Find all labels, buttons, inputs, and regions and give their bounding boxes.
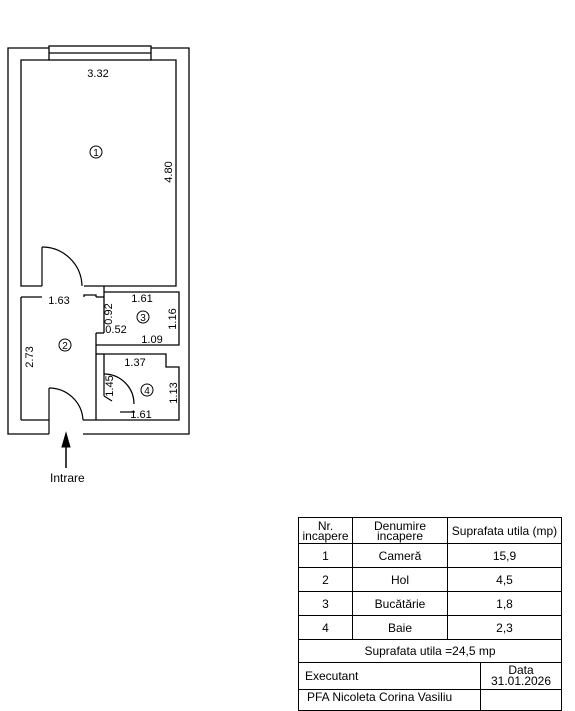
date-label: Data: [508, 663, 534, 677]
dim-room-3-length: 1.16: [167, 308, 179, 329]
room-1-number: 1: [93, 148, 99, 159]
dim-room-3-extra-1: 0.92: [103, 303, 115, 324]
outer-walls: [7, 45, 190, 435]
header-nr: Nr. incapere: [298, 517, 353, 544]
date-cell: Data 31.01.2026: [480, 662, 562, 690]
entrance-label: Intrare: [50, 471, 85, 485]
header-name: Denumire incapere: [352, 517, 448, 544]
dim-room-1-width: 3.32: [87, 68, 108, 80]
table-row: 4 Baie 2,3: [298, 615, 562, 640]
doors: [41, 246, 135, 434]
dim-room-3-extra-3: 1.09: [141, 334, 162, 346]
table-row: 1 Cameră 15,9: [298, 543, 562, 568]
room-3-number: 3: [140, 313, 146, 324]
table-row: 3 Bucătărie 1,8: [298, 591, 562, 616]
dim-room-4-width: 1.37: [124, 357, 145, 369]
date-value: 31.01.2026: [490, 674, 552, 688]
executant-label: Executant: [298, 662, 481, 690]
floor-plan: Intrare 1 2 3 4 3.32 4.80 1.63 2.73 1.61…: [7, 45, 190, 485]
room-4-number: 4: [144, 386, 150, 397]
dim-room-3-width: 1.61: [131, 293, 152, 305]
header-area: Suprafata utila (mp): [447, 517, 562, 544]
area-table: Nr. incapere Denumire incapere Suprafata…: [298, 517, 562, 711]
room-markers: [58, 145, 154, 397]
total-area: Suprafata utila =24,5 mp: [298, 639, 562, 663]
dim-room-2-length: 2.73: [24, 346, 36, 367]
dim-room-4-extra-1: 1.45: [104, 375, 116, 396]
dim-room-1-length: 4.80: [163, 161, 175, 182]
entrance-arrow: [61, 431, 71, 468]
table-row: 2 Hol 4,5: [298, 567, 562, 592]
dim-room-4-extra-2: 1.61: [130, 409, 151, 421]
company-name: PFA Nicoleta Corina Vasiliu: [298, 689, 481, 711]
dim-room-2-width: 1.63: [48, 295, 69, 307]
dim-room-4-length: 1.13: [168, 382, 180, 403]
dim-room-3-extra-2: 0.52: [105, 324, 126, 336]
room-2-number: 2: [62, 341, 68, 352]
